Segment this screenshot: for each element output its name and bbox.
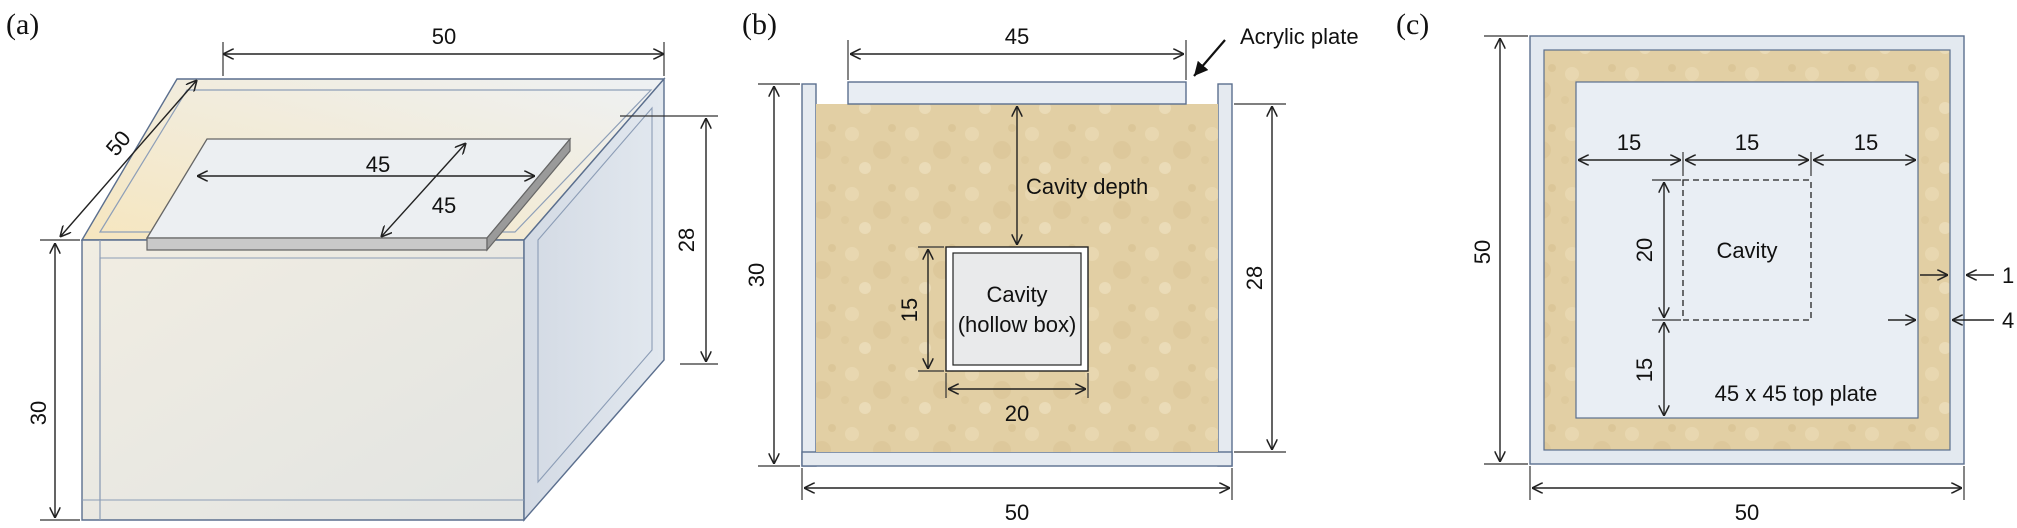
box-b-wall-left bbox=[801, 83, 817, 467]
dim-a-top-width: 50 bbox=[432, 24, 456, 49]
dim-b-cavity-width: 20 bbox=[1005, 401, 1029, 426]
dim-b-cavity-height: 15 bbox=[897, 298, 922, 322]
panel-b-label: (b) bbox=[742, 8, 777, 41]
dim-a-height: 30 bbox=[26, 401, 51, 425]
dim-c-seg1: 15 bbox=[1617, 130, 1641, 155]
box-front-face bbox=[81, 239, 525, 521]
plate-callout-arrow bbox=[1193, 39, 1226, 77]
plate-callout-label: Acrylic plate bbox=[1240, 24, 1359, 49]
top-plate-c-label: 45 x 45 top plate bbox=[1715, 381, 1878, 406]
acrylic-plate-edge bbox=[146, 237, 488, 251]
dim-c-height: 50 bbox=[1470, 240, 1495, 264]
dim-a-plate-width: 45 bbox=[366, 152, 390, 177]
panel-a: (a) 50 50 30 28 45 bbox=[6, 8, 718, 522]
dim-c-bottom-gap: 15 bbox=[1632, 358, 1657, 382]
dim-a-plate-depth-line bbox=[381, 143, 466, 237]
panel-b: (b) Cavity (hollow box) 45 Acrylic plate… bbox=[742, 8, 1359, 525]
dim-c-seg2: 15 bbox=[1735, 130, 1759, 155]
cavity-depth-label: Cavity depth bbox=[1026, 174, 1148, 199]
box-b-wall-right bbox=[1217, 83, 1233, 467]
top-plate-c bbox=[1575, 81, 1919, 419]
dim-a-depth-line bbox=[60, 80, 197, 237]
dim-c-wall1: 1 bbox=[2002, 263, 2014, 288]
cavity-b-label-line2: (hollow box) bbox=[958, 312, 1077, 337]
dim-c-wall4: 4 bbox=[2002, 308, 2014, 333]
cavity-c bbox=[1682, 179, 1812, 321]
dim-b-inner-height: 28 bbox=[1242, 266, 1267, 290]
dim-c-width: 50 bbox=[1735, 500, 1759, 525]
dim-a-plate-depth: 45 bbox=[432, 193, 456, 218]
dim-b-height: 30 bbox=[744, 263, 769, 287]
dim-b-plate-width: 45 bbox=[1005, 24, 1029, 49]
dim-c-seg3: 15 bbox=[1854, 130, 1878, 155]
cavity-b-inner bbox=[952, 252, 1082, 366]
box-b-wall-bottom bbox=[801, 451, 1233, 467]
dim-c-cavity-height: 20 bbox=[1632, 238, 1657, 262]
box-side-inner bbox=[537, 106, 653, 484]
panel-c: (c) Cavity 45 x 45 top plate 15 15 15 20… bbox=[1396, 8, 2014, 525]
panel-a-label: (a) bbox=[6, 8, 39, 41]
box-side-face bbox=[523, 77, 665, 522]
acrylic-plate-side bbox=[486, 137, 571, 252]
dim-b-width: 50 bbox=[1005, 500, 1029, 525]
cavity-c-label: Cavity bbox=[1716, 238, 1777, 263]
dim-a-inner-height: 28 bbox=[674, 228, 699, 252]
acrylic-plate-b bbox=[847, 81, 1187, 105]
panel-c-label: (c) bbox=[1396, 8, 1429, 41]
cavity-b-label-line1: Cavity bbox=[986, 282, 1047, 307]
